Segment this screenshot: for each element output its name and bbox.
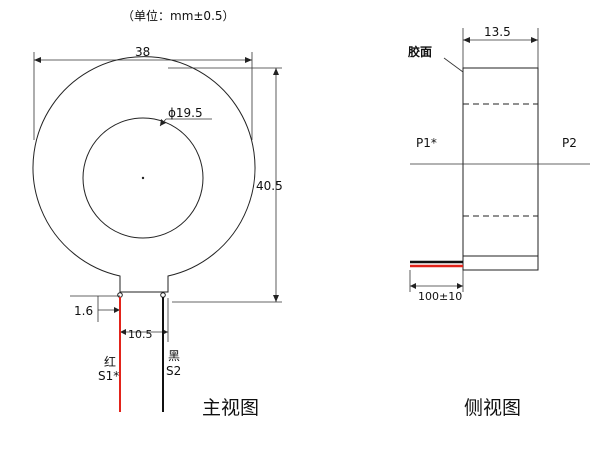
dim-lead-length: 100±10 (409, 270, 464, 303)
lead-s1-terminal-label: S1* (98, 369, 119, 383)
dim-lead-spacing: 10.5 (119, 298, 169, 342)
lead-s2-terminal-label: S2 (166, 364, 181, 378)
inner-diameter-value: ϕ19.5 (168, 106, 203, 120)
glue-surface-leader (443, 57, 464, 73)
lead-s1-color-label: 红 (104, 354, 116, 369)
center-mark (141, 176, 145, 180)
lead-pin-s2 (160, 292, 166, 298)
front-view: 38 ϕ19.5 40.5 1.6 (32, 45, 283, 419)
glue-surface-label: 胶面 (408, 44, 432, 59)
outer-ring (32, 56, 256, 293)
lead-spacing-value: 10.5 (128, 328, 153, 341)
dim-thickness: 13.5 (462, 25, 539, 72)
lead-offset-value: 1.6 (74, 304, 93, 318)
primary-left-label: P1* (416, 136, 437, 150)
dim-height: 40.5 (168, 67, 283, 303)
thickness-value: 13.5 (484, 25, 511, 39)
side-view-title: 侧视图 (464, 397, 521, 419)
primary-right-label: P2 (562, 136, 577, 150)
dim-inner-diameter: ϕ19.5 (159, 106, 212, 127)
side-view: 13.5 胶面 P1* P2 100±10 侧视图 (408, 25, 590, 419)
side-body (462, 67, 539, 271)
dim-lead-offset: 1.6 (70, 295, 120, 322)
height-value: 40.5 (256, 179, 283, 193)
front-view-title: 主视图 (202, 397, 259, 419)
outer-width-value: 38 (135, 45, 150, 59)
lead-pin-s1 (117, 292, 123, 298)
unit-note: （单位：mm±0.5） (122, 8, 235, 23)
inner-hole (82, 117, 204, 239)
lead-s2-color-label: 黑 (168, 349, 180, 363)
lead-length-value: 100±10 (418, 290, 462, 303)
dim-outer-width: 38 (33, 45, 253, 140)
